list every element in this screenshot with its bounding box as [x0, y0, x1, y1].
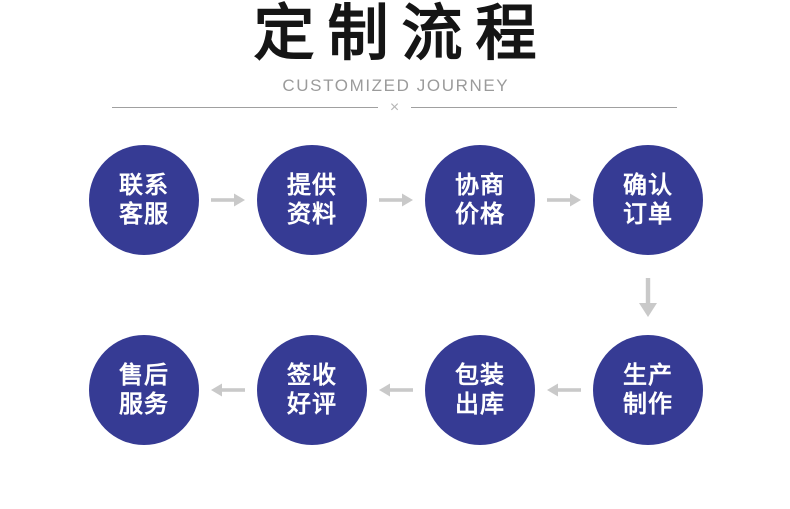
step-label-line: 订单	[623, 201, 673, 228]
step-provide-materials: 提供 资料	[257, 145, 367, 255]
step-confirm-order: 确认 订单	[593, 145, 703, 255]
divider: ×	[112, 99, 677, 116]
step-pack-and-ship: 包装 出库	[425, 335, 535, 445]
arrow-left-icon	[211, 381, 245, 399]
arrow-right-icon	[379, 191, 413, 209]
step-label-line: 确认	[623, 172, 673, 199]
step-label-line: 联系	[119, 172, 169, 199]
divider-line-left	[112, 107, 378, 108]
step-label-line: 资料	[287, 201, 337, 228]
step-after-sales-service: 售后 服务	[89, 335, 199, 445]
arrow-right-icon	[211, 191, 245, 209]
step-label-line: 包装	[455, 362, 505, 389]
step-label-line: 好评	[287, 391, 337, 418]
step-label-line: 生产	[623, 362, 673, 389]
page-subtitle: CUSTOMIZED JOURNEY	[282, 76, 510, 95]
arrow-left-icon	[379, 381, 413, 399]
step-production: 生产 制作	[593, 335, 703, 445]
arrow-left-icon	[547, 381, 581, 399]
step-negotiate-price: 协商 价格	[425, 145, 535, 255]
step-label-line: 出库	[455, 391, 505, 418]
step-label-line: 价格	[455, 201, 505, 228]
step-label-line: 服务	[119, 391, 169, 418]
step-label-line: 客服	[119, 201, 169, 228]
step-label-line: 制作	[623, 391, 673, 418]
step-sign-and-review: 签收 好评	[257, 335, 367, 445]
step-label-line: 签收	[287, 362, 337, 389]
step-contact-support: 联系 客服	[89, 145, 199, 255]
arrow-down-icon	[638, 278, 658, 318]
step-label-line: 提供	[287, 172, 337, 199]
step-label-line: 协商	[455, 172, 505, 199]
divider-line-right	[411, 107, 677, 108]
step-label-line: 售后	[119, 362, 169, 389]
divider-x-icon: ×	[389, 98, 400, 116]
arrow-right-icon	[547, 191, 581, 209]
page-title: 定制流程	[253, 0, 550, 67]
